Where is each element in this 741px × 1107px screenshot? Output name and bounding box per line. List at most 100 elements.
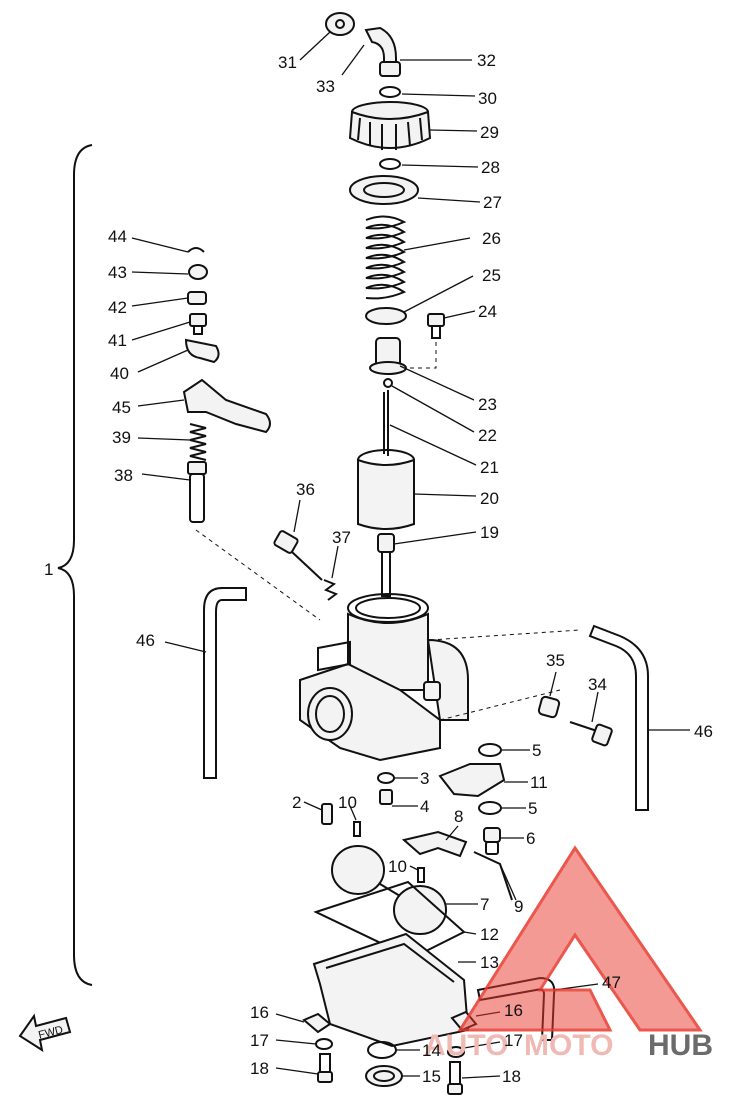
callout-7: 7 xyxy=(480,895,489,914)
callout-5-upper: 5 xyxy=(532,741,541,760)
fwd-label: FWD xyxy=(37,1024,64,1042)
part-17-washer-left xyxy=(315,1038,333,1050)
callout-43: 43 xyxy=(108,263,127,282)
part-46-hose-left xyxy=(203,587,247,779)
assembly-brace xyxy=(57,144,93,986)
callout-39: 39 xyxy=(112,428,131,447)
part-28-washer xyxy=(379,158,401,170)
callout-17-left: 17 xyxy=(250,1031,269,1050)
part-34-screw xyxy=(569,721,613,747)
part-39-spring xyxy=(189,423,207,461)
part-18-screw-left xyxy=(317,1053,333,1083)
part-15-drain-plug xyxy=(365,1065,403,1087)
callout-46-left: 46 xyxy=(136,631,155,650)
callout-33: 33 xyxy=(316,77,335,96)
part-5-washer-lower xyxy=(478,801,502,815)
callout-27: 27 xyxy=(483,193,502,212)
part-29-top-cap xyxy=(348,101,432,150)
watermark-logo xyxy=(457,845,703,1032)
callout-17-right: 17 xyxy=(504,1031,523,1050)
part-23-needle-holder xyxy=(369,337,407,375)
part-24-screw xyxy=(427,313,445,339)
part-43-nut xyxy=(188,264,208,280)
part-4-screw xyxy=(379,789,393,805)
part-26-spring xyxy=(365,215,407,300)
triangle-logo-icon xyxy=(457,845,703,1032)
part-22-clip xyxy=(383,378,393,388)
part-6-jet xyxy=(483,827,501,855)
part-42-nut xyxy=(187,291,207,305)
callout-18-left: 18 xyxy=(250,1059,269,1078)
part-2-screw xyxy=(321,803,333,825)
callout-31: 31 xyxy=(278,53,297,72)
part-10-pin xyxy=(353,821,361,837)
callout-9: 9 xyxy=(514,897,523,916)
part-30-washer xyxy=(379,86,401,98)
callout-47: 47 xyxy=(602,973,621,992)
part-38-plunger xyxy=(187,461,207,523)
part-7-float xyxy=(331,845,447,935)
callout-24: 24 xyxy=(478,302,497,321)
watermark-hub: HUB xyxy=(648,1029,713,1062)
callout-29: 29 xyxy=(480,123,499,142)
fwd-arrow-icon: FWD xyxy=(18,1013,72,1053)
watermark-auto: AUTO xyxy=(424,1029,508,1062)
part-10-pin-lower xyxy=(417,867,425,883)
part-46-hose-right xyxy=(588,624,649,811)
callout-labels: 31 33 32 30 29 28 27 26 25 24 23 22 21 2… xyxy=(108,51,713,1086)
part-17-washer-right xyxy=(447,1046,465,1058)
carburetor-body xyxy=(299,593,469,762)
callout-11: 11 xyxy=(530,773,548,792)
part-9-needle-valve xyxy=(473,851,513,901)
callout-3: 3 xyxy=(420,769,429,788)
callout-10-upper: 10 xyxy=(338,793,357,812)
callout-8: 8 xyxy=(454,807,463,826)
callout-12: 12 xyxy=(480,925,499,944)
part-31-cap xyxy=(325,12,355,36)
part-44-clip xyxy=(187,247,205,253)
callout-10-lower: 10 xyxy=(388,857,407,876)
callout-19: 19 xyxy=(480,523,499,542)
callout-44: 44 xyxy=(108,227,127,246)
part-18-screw-right xyxy=(447,1061,463,1095)
part-36-screw xyxy=(273,530,323,581)
part-45-plate xyxy=(182,378,271,434)
part-21-jet-needle xyxy=(383,390,389,456)
callout-16-left: 16 xyxy=(250,1003,269,1022)
callout-4: 4 xyxy=(420,797,429,816)
callout-20: 20 xyxy=(480,489,499,508)
watermark-moto: MOTO xyxy=(524,1029,613,1062)
part-3-washer xyxy=(377,772,395,784)
part-19-needle-jet xyxy=(377,533,395,597)
callout-18-right: 18 xyxy=(502,1067,521,1086)
callout-21: 21 xyxy=(480,458,499,477)
part-13-float-bowl xyxy=(312,932,470,1048)
part-11-plate xyxy=(438,763,506,798)
callout-14: 14 xyxy=(422,1041,441,1060)
callout-30: 30 xyxy=(478,89,497,108)
callout-34: 34 xyxy=(588,675,607,694)
callout-28: 28 xyxy=(481,158,500,177)
callout-45: 45 xyxy=(112,398,131,417)
callout-22: 22 xyxy=(478,426,497,445)
callout-15: 15 xyxy=(422,1067,441,1086)
callout-42: 42 xyxy=(108,298,127,317)
callout-38: 38 xyxy=(114,466,133,485)
callout-40: 40 xyxy=(110,364,129,383)
part-32-elbow xyxy=(364,26,401,77)
part-16-clamp-left xyxy=(302,1012,332,1034)
part-37-spring xyxy=(323,579,339,601)
callout-36: 36 xyxy=(296,480,315,499)
callout-13: 13 xyxy=(480,953,499,972)
part-27-gasket xyxy=(349,175,419,205)
callout-35: 35 xyxy=(546,651,565,670)
callout-2: 2 xyxy=(292,793,301,812)
callout-26: 26 xyxy=(482,229,501,248)
callout-32: 32 xyxy=(477,51,496,70)
part-41-adjuster xyxy=(189,313,207,335)
part-20-throttle-valve xyxy=(357,449,415,530)
callout-25: 25 xyxy=(482,266,501,285)
part-8-float-arm xyxy=(401,830,468,858)
callout-assembly: 1 xyxy=(44,560,53,579)
